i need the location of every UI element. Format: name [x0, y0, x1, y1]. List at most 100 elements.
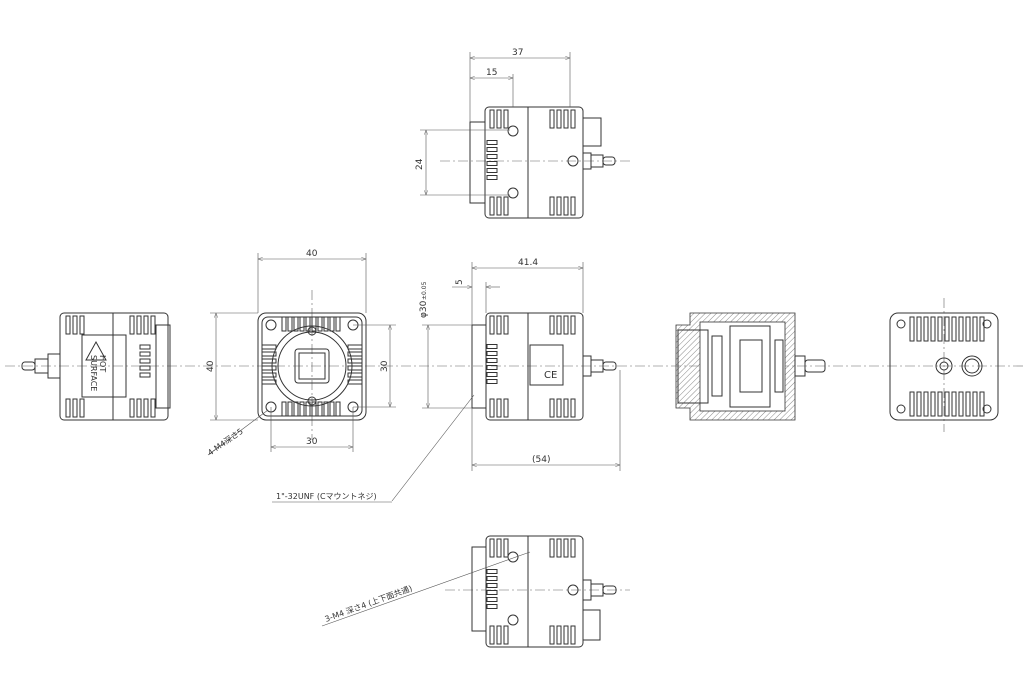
cooling-fin	[965, 316, 971, 342]
cooling-fin	[139, 365, 151, 371]
cooling-fin	[563, 196, 569, 216]
cooling-fin	[916, 316, 922, 342]
cooling-fin	[329, 316, 335, 332]
cooling-fin	[139, 372, 151, 378]
cooling-fin	[65, 315, 71, 335]
cooling-fin	[486, 583, 498, 588]
cooling-fin	[299, 316, 305, 332]
cooling-fin	[287, 316, 293, 332]
cooling-fin	[951, 391, 957, 417]
dim-height-40: 40	[206, 360, 216, 372]
cooling-fin	[570, 538, 576, 558]
cooling-fin	[79, 315, 85, 335]
cooling-fin	[496, 398, 502, 418]
cooling-fin	[570, 109, 576, 129]
front-view: 40 40 30 30 4-M4深さ5	[206, 249, 396, 458]
cooling-fin	[79, 398, 85, 418]
cooling-fin	[972, 391, 978, 417]
cooling-fin	[563, 538, 569, 558]
cooling-fin	[937, 316, 943, 342]
warning-surface: SURFACE	[89, 355, 98, 391]
cooling-fin	[486, 379, 498, 384]
cooling-fin	[549, 625, 555, 645]
dim-54: (54)	[532, 455, 550, 465]
cooling-fin	[486, 372, 498, 377]
cooling-fin	[150, 398, 156, 418]
cooling-fin	[489, 538, 495, 558]
cooling-fin	[958, 391, 964, 417]
cooling-fin	[486, 569, 498, 574]
cooling-fin	[261, 344, 277, 350]
product-label	[529, 344, 564, 386]
cooling-fin	[486, 351, 498, 356]
cooling-fin	[570, 398, 576, 418]
cooling-fin	[143, 398, 149, 418]
cooling-fin	[287, 401, 293, 417]
top-view: 37 15 24	[415, 48, 630, 219]
left-view: HOT SURFACE	[21, 312, 171, 421]
cooling-fin	[261, 358, 277, 364]
bottom-view: 3-M4 深さ4 (上下面共通)	[321, 535, 630, 648]
cooling-fin	[486, 154, 498, 159]
cooling-fin	[299, 401, 305, 417]
cooling-fin	[930, 391, 936, 417]
cooling-fin	[347, 365, 363, 371]
cooling-fin	[489, 109, 495, 129]
cooling-fin	[556, 315, 562, 335]
cooling-fin	[909, 316, 915, 342]
cooling-fin	[944, 316, 950, 342]
cooling-fin	[347, 379, 363, 385]
cooling-fin	[136, 398, 142, 418]
cooling-fin	[549, 538, 555, 558]
cooling-fin	[261, 379, 277, 385]
cooling-fin	[486, 604, 498, 609]
cooling-fin	[944, 391, 950, 417]
cooling-fin	[347, 344, 363, 350]
cooling-fin	[972, 316, 978, 342]
cooling-fin	[496, 196, 502, 216]
cooling-fin	[916, 391, 922, 417]
cooling-fin	[323, 316, 329, 332]
cooling-fin	[347, 358, 363, 364]
cooling-fin	[486, 365, 498, 370]
cooling-fin	[129, 315, 135, 335]
cooling-fin	[261, 365, 277, 371]
cooling-fin	[556, 196, 562, 216]
cooling-fin	[503, 625, 509, 645]
cooling-fin	[486, 140, 498, 145]
cooling-fin	[570, 196, 576, 216]
cooling-fin	[979, 316, 985, 342]
cooling-fin	[65, 398, 71, 418]
cooling-fin	[486, 147, 498, 152]
cooling-fin	[317, 401, 323, 417]
cooling-fin	[323, 401, 329, 417]
cooling-fin	[556, 625, 562, 645]
cooling-fin	[496, 625, 502, 645]
cooling-fin	[556, 109, 562, 129]
cooling-fin	[503, 196, 509, 216]
cooling-fin	[951, 316, 957, 342]
cooling-fin	[305, 316, 311, 332]
cooling-fin	[129, 398, 135, 418]
cooling-fin	[486, 168, 498, 173]
cooling-fin	[556, 538, 562, 558]
dim-5: 5	[455, 279, 465, 285]
cooling-fin	[979, 391, 985, 417]
cooling-fin	[261, 351, 277, 357]
dim-width-40: 40	[306, 249, 318, 259]
cooling-fin	[486, 175, 498, 180]
cooling-fin	[549, 109, 555, 129]
cooling-fin	[281, 401, 287, 417]
cooling-fin	[549, 196, 555, 216]
cooling-fin	[503, 398, 509, 418]
cooling-fin	[311, 401, 317, 417]
cooling-fin	[570, 625, 576, 645]
cooling-fin	[965, 391, 971, 417]
dim-pitch-v-30: 30	[380, 360, 390, 372]
cooling-fin	[958, 316, 964, 342]
warning-triangle-icon	[85, 340, 107, 361]
cooling-fin	[923, 316, 929, 342]
bottom-hole-callout: 3-M4 深さ4 (上下面共通)	[323, 583, 413, 624]
cooling-fin	[489, 196, 495, 216]
